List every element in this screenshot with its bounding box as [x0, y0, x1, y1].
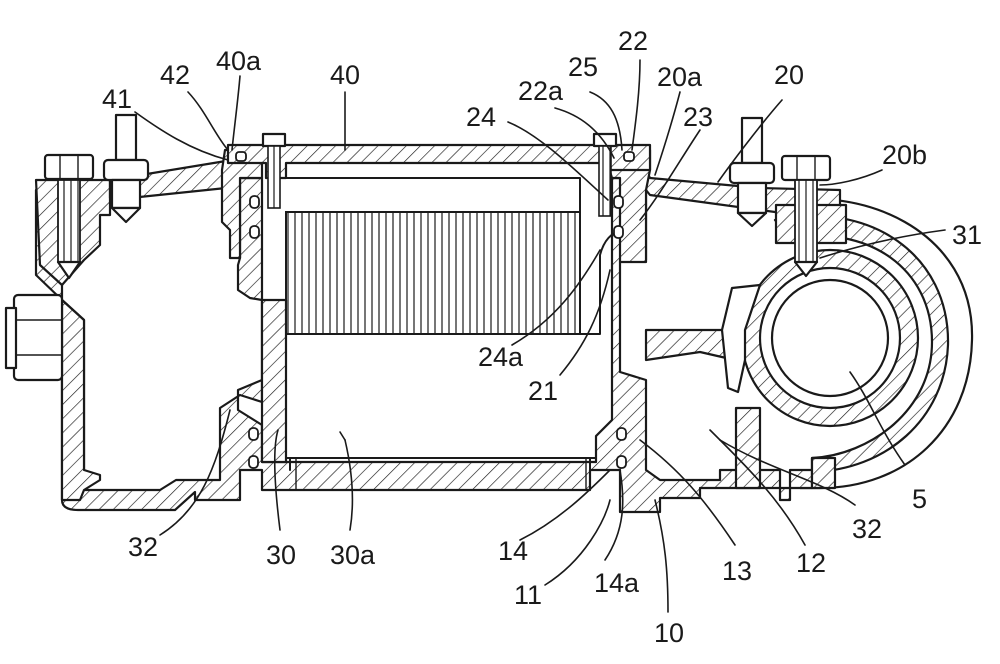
label-40: 40 [330, 60, 360, 90]
label-22: 22 [618, 26, 648, 56]
label-24: 24 [466, 102, 496, 132]
label-12: 12 [796, 548, 826, 578]
label-41: 41 [102, 84, 132, 114]
label-20: 20 [774, 60, 804, 90]
top-cap [228, 145, 650, 178]
label-30: 30 [266, 540, 296, 570]
label-32-left: 32 [128, 532, 158, 562]
label-40a: 40a [216, 46, 262, 76]
label-23: 23 [683, 102, 713, 132]
label-14a: 14a [594, 568, 640, 598]
label-21: 21 [528, 376, 558, 406]
label-24a: 24a [478, 342, 524, 372]
stator-core [286, 212, 580, 334]
impeller-eye [772, 280, 888, 396]
label-13: 13 [722, 556, 752, 586]
label-32-right: 32 [852, 514, 882, 544]
label-25: 25 [568, 52, 598, 82]
label-31: 31 [952, 220, 982, 250]
label-22a: 22a [518, 76, 564, 106]
label-42: 42 [160, 60, 190, 90]
drain-plug [14, 295, 62, 380]
label-14: 14 [498, 536, 528, 566]
label-11: 11 [514, 580, 542, 610]
label-30a: 30a [330, 540, 376, 570]
can-left [262, 300, 286, 462]
label-5: 5 [912, 484, 927, 514]
label-10: 10 [654, 618, 684, 648]
label-20b: 20b [882, 140, 927, 170]
label-20a: 20a [657, 62, 703, 92]
